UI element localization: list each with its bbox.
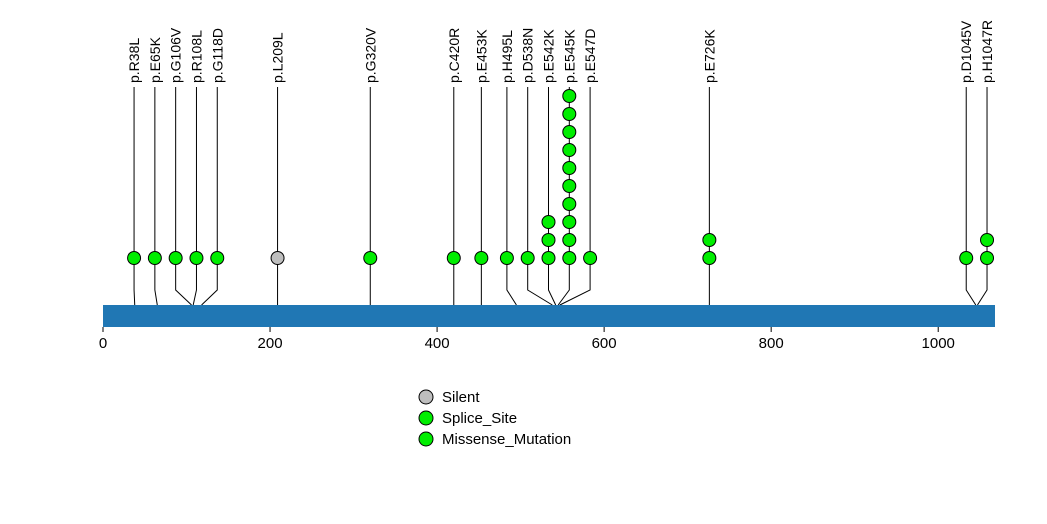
mutation-label: p.G106V — [168, 27, 184, 83]
mutation-label: p.D1045V — [958, 20, 974, 83]
mutation-marker — [562, 143, 577, 157]
mutation-label: p.L209L — [270, 32, 286, 83]
legend-marker-icon — [418, 410, 434, 426]
x-axis-tick-label: 0 — [99, 335, 107, 352]
x-axis: 0 200 400 600 800 1000 — [99, 327, 955, 352]
mutation-marker — [541, 215, 556, 229]
mutation-marker — [499, 251, 514, 265]
mutation-marker — [446, 251, 461, 265]
legend-item: Missense_Mutation — [418, 431, 571, 448]
mutation-marker — [541, 233, 556, 247]
mutation-marker — [520, 251, 535, 265]
x-axis-tick-label: 800 — [759, 335, 784, 352]
mutation-label: p.H495L — [499, 30, 515, 83]
mutation-stem — [559, 87, 591, 306]
x-axis-tick-label: 1000 — [922, 335, 955, 352]
mutation-stem — [965, 87, 977, 306]
mutation-label: p.E547D — [582, 29, 598, 83]
legend-item: Silent — [418, 389, 480, 406]
mutation-marker — [980, 233, 995, 247]
mutation-marker — [127, 251, 142, 265]
legend-marker-icon — [418, 431, 434, 447]
mutation-marker — [562, 197, 577, 211]
legend-label: Silent — [442, 389, 480, 406]
protein-backbone — [103, 305, 995, 327]
legend-item: Splice_Site — [418, 410, 517, 427]
mutation-marker — [702, 233, 717, 247]
mutation-label: p.C420R — [446, 28, 462, 83]
mutation-marker — [583, 251, 598, 265]
mutation-label: p.E726K — [701, 29, 717, 83]
mutation-marker — [562, 179, 577, 193]
mutation-label: p.G320V — [362, 27, 378, 83]
mutation-marker — [702, 251, 717, 265]
mutation-marker — [562, 251, 577, 265]
x-axis-tick-label: 400 — [425, 335, 450, 352]
mutation-marker — [210, 251, 225, 265]
mutation-stem — [506, 87, 517, 306]
mutation-stem — [527, 87, 553, 306]
mutation-label: p.R38L — [126, 38, 142, 83]
mutation-marker — [562, 125, 577, 139]
mutation-label: p.E542K — [540, 29, 556, 83]
mutation-marker — [189, 251, 204, 265]
mutation-label: p.E545K — [561, 29, 577, 83]
mutation-marker — [168, 251, 183, 265]
mutation-marker — [562, 215, 577, 229]
mutation-marker — [562, 89, 577, 103]
mutation-label: p.R108L — [188, 30, 204, 83]
mutation-marker — [959, 251, 974, 265]
mutation-stem — [547, 87, 557, 306]
legend-label: Missense_Mutation — [442, 431, 571, 448]
mutation-marker — [562, 161, 577, 175]
mutation-marker — [474, 251, 489, 265]
mutation-stems — [133, 87, 988, 306]
legend-marker-icon — [418, 389, 434, 405]
mutation-marker — [147, 251, 162, 265]
mutation-stem — [175, 87, 192, 306]
mutation-marker — [270, 251, 285, 265]
mutation-markers — [127, 89, 995, 265]
mutation-label: p.G118D — [209, 28, 225, 83]
mutation-marker — [363, 251, 378, 265]
mutation-marker — [562, 233, 577, 247]
x-axis-tick-label: 200 — [258, 335, 283, 352]
mutation-stem — [201, 87, 218, 306]
mutation-stem — [133, 87, 136, 306]
mutation-label: p.E453K — [473, 29, 489, 83]
mutation-label: p.H1047R — [979, 20, 995, 83]
mutation-label: p.E65K — [147, 36, 163, 83]
legend-label: Splice_Site — [442, 410, 517, 427]
mutation-stem — [192, 87, 197, 306]
mutation-stem — [154, 87, 158, 306]
mutation-marker — [980, 251, 995, 265]
mutation-marker — [562, 107, 577, 121]
mutation-label: p.D538N — [520, 28, 536, 83]
mutation-marker — [541, 251, 556, 265]
mutation-stem — [977, 87, 988, 306]
x-axis-tick-label: 600 — [592, 335, 617, 352]
